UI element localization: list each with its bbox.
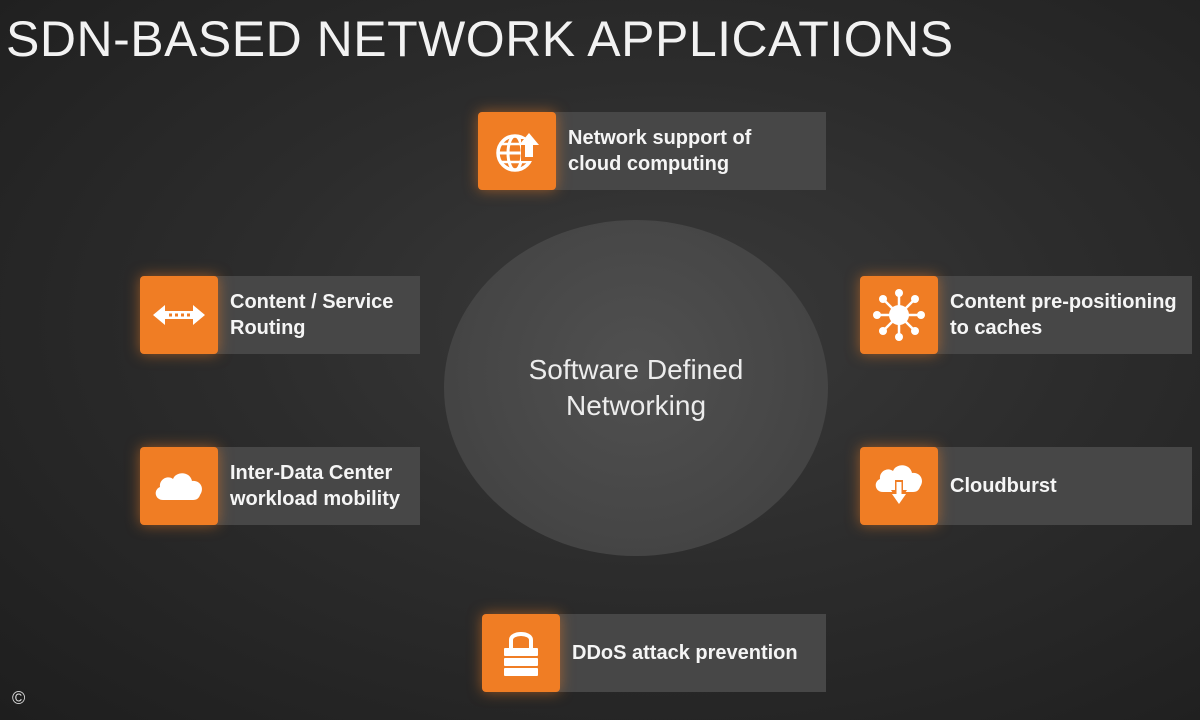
item-label: Network support of cloud computing (568, 127, 752, 175)
item-label: Content pre-positioning to caches (950, 291, 1177, 339)
cloud-icon (140, 447, 218, 525)
item-cloud-computing: Network support of cloud computing (478, 112, 826, 190)
copyright-symbol: © (12, 688, 26, 708)
network-hub-icon (860, 276, 938, 354)
item-label: Inter-Data Center workload mobility (230, 462, 401, 510)
item-ddos-prevention: DDoS attack prevention (482, 614, 826, 692)
item-content-routing: Content / Service Routing (140, 276, 420, 354)
item-content-prepositioning: Content pre-positioning to caches (860, 276, 1192, 354)
hub-label: Software Defined Networking (528, 354, 744, 421)
item-cloudburst: Cloudburst (860, 447, 1192, 525)
sdn-hub-circle: Software Defined Networking (444, 220, 828, 556)
globe-upload-icon (478, 112, 556, 190)
cloud-download-icon (860, 447, 938, 525)
item-label: Content / Service Routing (230, 291, 394, 339)
bidirectional-arrow-icon (140, 276, 218, 354)
lock-server-icon (482, 614, 560, 692)
item-workload-mobility: Inter-Data Center workload mobility (140, 447, 420, 525)
item-label: DDoS attack prevention (572, 642, 798, 664)
item-label: Cloudburst (950, 475, 1057, 497)
page-title: SDN-BASED NETWORK APPLICATIONS (6, 11, 954, 67)
